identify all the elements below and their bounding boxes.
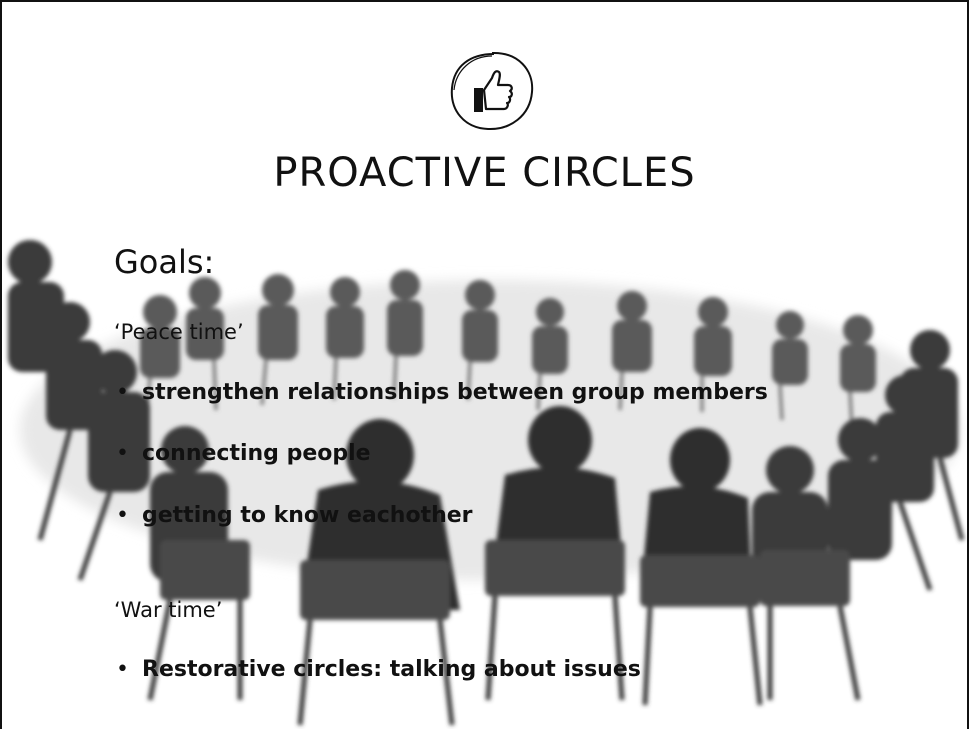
bullet-item: • getting to know eachother [116,503,473,528]
bullet-text: getting to know eachother [142,503,473,528]
frame-right-border [967,0,969,729]
goals-heading: Goals: [114,243,215,281]
bullet-text: strengthen relationships between group m… [142,380,768,405]
bullet-text: Restorative circles: talking about issue… [142,657,641,682]
slide-title: PROACTIVE CIRCLES [273,150,696,196]
bullet-item: • Restorative circles: talking about issu… [116,657,641,682]
bullet-item: • connecting people [116,441,371,466]
bullet-dot: • [116,657,129,682]
bullet-dot: • [116,441,129,466]
bullet-dot: • [116,503,129,528]
thumbs-up-icon [450,51,534,131]
bullet-dot: • [116,380,129,405]
frame-left-border [0,0,2,729]
peace-time-label: ‘Peace time’ [114,320,244,344]
bullet-item: • strengthen relationships between group … [116,380,768,405]
frame-top-border [0,0,969,2]
war-time-label: ‘War time’ [114,598,223,622]
bullet-text: connecting people [142,441,371,466]
